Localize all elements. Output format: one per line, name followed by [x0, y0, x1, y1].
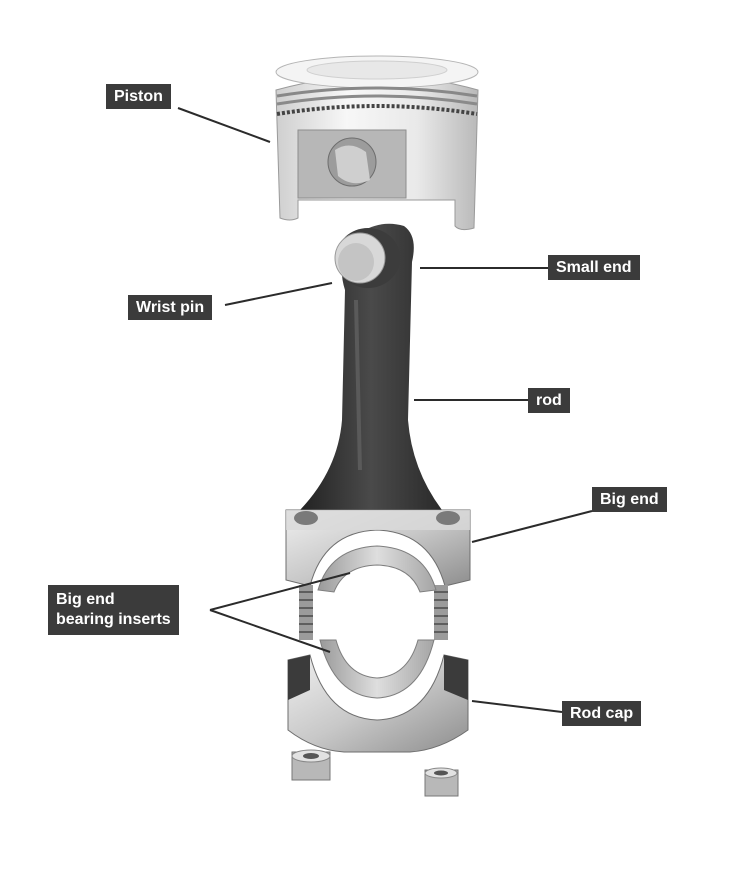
- wrist-pin-leader: [224, 282, 333, 306]
- rod-cap-part: [287, 654, 469, 753]
- wrist-pin-label: Wrist pin: [128, 295, 213, 320]
- bolts-part: [299, 585, 448, 640]
- bearing-upper-leader: [209, 572, 351, 611]
- small-end-label: Small end: [548, 255, 640, 280]
- big-end-leader: [471, 510, 593, 543]
- nuts-part: [291, 749, 459, 797]
- bearing-inserts-label: Big end bearing inserts: [48, 585, 179, 635]
- bearing-inserts-part: [317, 545, 437, 699]
- rod-cap-leader: [471, 700, 563, 713]
- piston-part: [275, 55, 479, 231]
- bearing-lower-leader: [209, 609, 331, 653]
- big-end-label: Big end: [592, 487, 667, 512]
- piston-label: Piston: [106, 84, 171, 109]
- rod-label: rod: [528, 388, 570, 413]
- big-end-part: [285, 509, 471, 587]
- piston-leader: [177, 107, 271, 143]
- rod-cap-label: Rod cap: [562, 701, 642, 726]
- rod-part: [300, 223, 442, 510]
